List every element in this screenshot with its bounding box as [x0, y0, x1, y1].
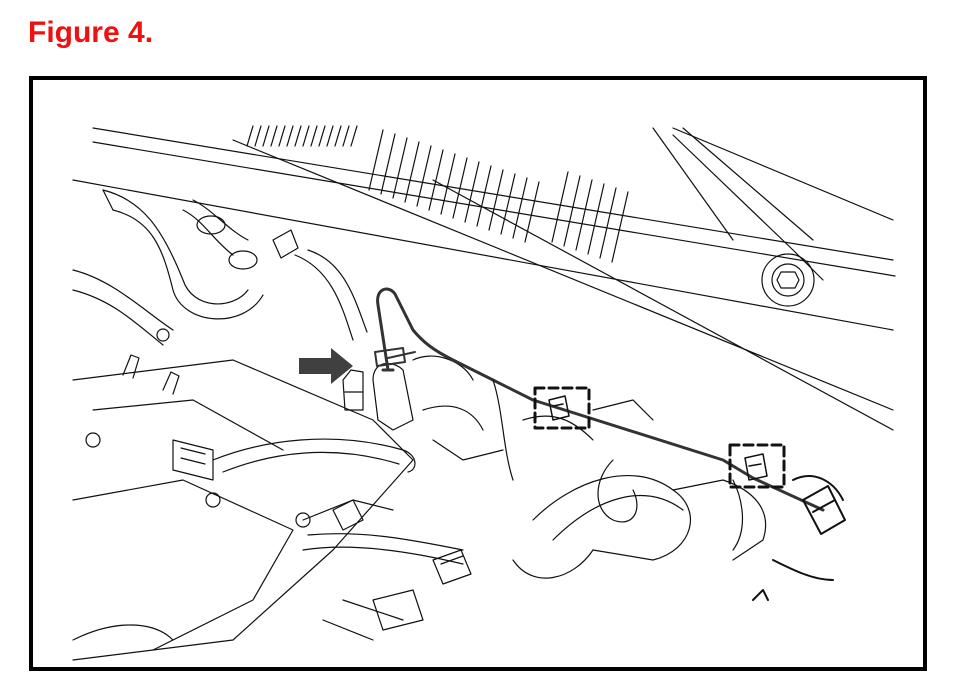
hose-bracket-right: [752, 475, 846, 601]
figure-title: Figure 4.: [28, 16, 154, 49]
air-intake-hose: [492, 379, 767, 579]
hood-panel-lines: [72, 127, 896, 431]
locator-box-1: [533, 386, 591, 430]
wiper-pivot: [672, 127, 824, 307]
pointer-arrow: [299, 348, 353, 384]
left-hose-assembly: [72, 189, 368, 346]
clamp-1: [548, 395, 570, 421]
vacuum-hose: [376, 287, 825, 512]
valve-connector-area: [342, 355, 504, 461]
locator-box-2: [728, 443, 786, 489]
engine-components: [72, 328, 472, 661]
diagram-frame: [29, 76, 927, 671]
cowl-vent-grille: [246, 125, 629, 263]
engine-bay-line-drawing: [72, 125, 896, 661]
clamp-2: [744, 453, 768, 481]
hose-clip: [374, 347, 416, 367]
